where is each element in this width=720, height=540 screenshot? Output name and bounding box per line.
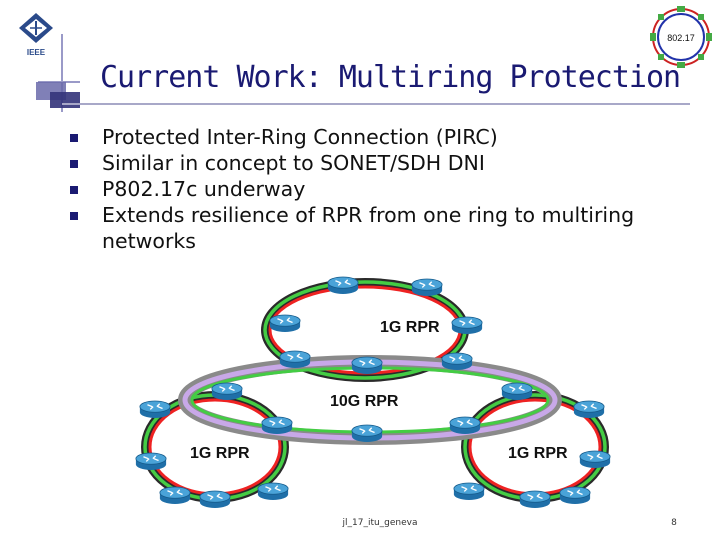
bullet-item: P802.17c underway xyxy=(70,176,690,202)
router-icon xyxy=(327,276,359,295)
square-bullet-icon xyxy=(70,186,78,194)
header-decoration xyxy=(36,34,690,112)
ring-label: 1G RPR xyxy=(508,445,568,462)
slide-title: Current Work: Multiring Protection xyxy=(100,60,681,95)
router-icon xyxy=(579,450,611,469)
router-icon xyxy=(451,316,483,335)
router-icon xyxy=(269,314,301,333)
bullet-text: Extends resilience of RPR from one ring … xyxy=(102,203,635,253)
router-icon xyxy=(573,400,605,419)
ieee-logo: IEEE xyxy=(14,10,58,58)
logo-802-17-label: 802.17 xyxy=(667,33,695,43)
router-icon xyxy=(261,416,293,435)
ring-label: 1G RPR xyxy=(190,445,250,462)
router-icon xyxy=(351,424,383,443)
logo-802-17: 802.17 xyxy=(648,4,714,70)
bullet-item: Extends resilience of RPR from one ring … xyxy=(70,202,690,254)
router-icon xyxy=(559,486,591,505)
router-icon xyxy=(159,486,191,505)
router-icon xyxy=(453,482,485,501)
router-icon xyxy=(199,490,231,509)
router-icon xyxy=(139,400,171,419)
ieee-logo-label: IEEE xyxy=(27,48,46,57)
router-icon xyxy=(411,278,443,297)
bullet-item: Similar in concept to SONET/SDH DNI xyxy=(70,150,690,176)
router-icon xyxy=(441,352,473,371)
router-icon xyxy=(519,490,551,509)
bullet-text: P802.17c underway xyxy=(102,177,306,201)
bullet-text: Similar in concept to SONET/SDH DNI xyxy=(102,151,485,175)
router-icon xyxy=(449,416,481,435)
bullet-item: Protected Inter-Ring Connection (PIRC) xyxy=(70,124,690,150)
page-number: 8 xyxy=(671,518,677,528)
square-bullet-icon xyxy=(70,134,78,142)
square-bullet-icon xyxy=(70,160,78,168)
router-icon xyxy=(211,382,243,401)
router-icon xyxy=(501,382,533,401)
router-icon xyxy=(135,452,167,471)
ring-label: 10G RPR xyxy=(330,393,399,410)
footer-text: jl_17_itu_geneva xyxy=(342,518,418,528)
square-bullet-icon xyxy=(70,212,78,220)
bullet-list: Protected Inter-Ring Connection (PIRC) S… xyxy=(70,124,690,254)
multiring-diagram: 1G RPR 10G RPR 1G RPR 1G RPR xyxy=(135,276,611,509)
router-icon xyxy=(279,350,311,369)
bullet-text: Protected Inter-Ring Connection (PIRC) xyxy=(102,125,498,149)
router-icon xyxy=(351,356,383,375)
ring-label: 1G RPR xyxy=(380,319,440,336)
router-icon xyxy=(257,482,289,501)
